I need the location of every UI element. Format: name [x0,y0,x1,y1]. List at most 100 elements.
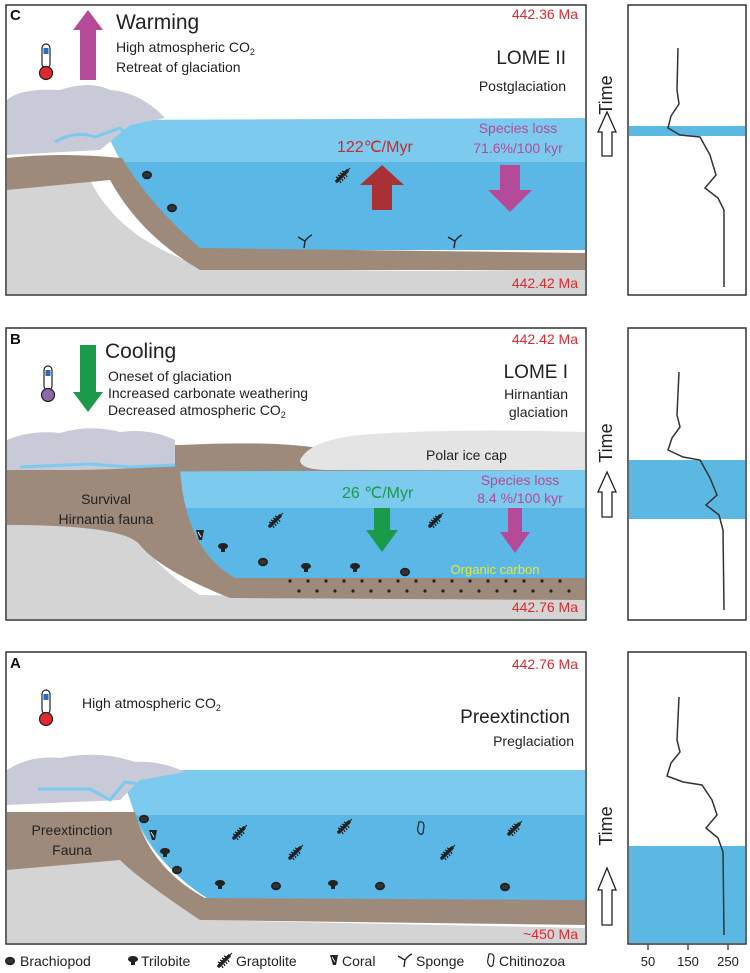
species-curve-b [667,371,725,611]
brachiopod-icon [4,956,16,966]
panel-b-line3: Decreased atmospheric CO2 [108,402,286,420]
panel-b-loss-label: Species loss [481,472,560,488]
panel-a-sediment [7,812,585,925]
panel-c-sediment [7,155,585,270]
panel-b-loss-value: 8.4 %/100 kyr [477,490,563,506]
species-curve-c [667,47,725,287]
panel-c-brachiopod [141,170,153,180]
species-band-c [629,126,745,136]
panel-b-event: LOME I [504,362,568,383]
species-curve-a [666,696,725,936]
panel-c-loss-value: 71.6%/100 kyr [473,140,563,156]
panel-a-bedrock [7,850,585,943]
panel-b-thermometer-icon [40,365,56,403]
organic-carbon-dot [414,579,418,583]
species-panels: Nspecies Time Time Time [596,4,747,969]
panel-c-rate-arrow-icon [360,165,404,210]
organic-carbon-dot [513,589,517,593]
organic-carbon-dot [432,579,436,583]
panel-b-survival-line2: Hirnantia fauna [59,511,154,527]
panel-b-organic-dots [288,579,571,593]
panel-b-line1: Oneset of glaciation [108,368,232,384]
organic-carbon-dot [387,589,391,593]
organic-carbon-dot [396,579,400,583]
panel-a-brachiopod [499,882,511,892]
panel-c-warming-arrow-icon [73,10,103,80]
panel-a-event: Preextinction [460,707,570,728]
organic-carbon-dot [459,589,463,593]
chitinozoa-icon [487,953,495,968]
legend-chitinozoa: Chitinozoa [499,953,565,969]
organic-carbon-dot [477,589,481,593]
organic-carbon-dot [306,579,310,583]
panel-b-polar-ice-cap [300,430,585,470]
svg-text:Time: Time [596,75,616,114]
panel-b: B 442.42 Ma 442.76 Ma Cooling Oneset of … [5,327,587,621]
panel-c-letter: C [10,7,21,24]
panel-c-rate: 122℃/Myr [337,139,413,156]
species-band-b [629,460,745,519]
panel-c-event: LOME II [496,48,566,69]
panel-c-brachiopod [166,203,178,213]
organic-carbon-dot [378,579,382,583]
organic-carbon-dot [324,579,328,583]
panel-c-sea-deep [125,162,585,250]
panel-c-headline: Warming [116,11,199,34]
organic-carbon-dot [333,589,337,593]
panel-b-ice-cap-label: Polar ice cap [426,447,507,463]
organic-carbon-dot [351,589,355,593]
organic-carbon-dot [450,579,454,583]
panel-b-event-sub2: glaciation [509,404,568,420]
panel-c-age-bottom: 442.42 Ma [512,275,578,291]
panel-b-ice [7,428,175,470]
panel-c-event-sub: Postglaciation [479,78,566,94]
panel-b-loss-arrow-icon [500,508,530,553]
panel-c-bedrock [7,180,585,294]
panel-b-brachiopod [399,567,411,577]
panel-b-bedrock [7,500,585,619]
panel-b-survival-line1: Survival [81,491,131,507]
coral-icon [329,954,339,966]
panel-a-event-sub: Preglaciation [493,733,574,749]
time-arrow-a: Time [596,806,617,926]
legend-graptolite: Graptolite [236,953,297,969]
panel-a-age-bottom: ~450 Ma [523,926,578,942]
panel-c-line2: Retreat of glaciation [116,59,241,75]
panel-c-ice [7,85,165,155]
organic-carbon-dot [549,589,553,593]
panel-b-rate: 26 ℃/Myr [342,485,414,502]
panel-c-loss-label: Species loss [479,120,558,136]
svg-text:Time: Time [596,423,616,462]
x-tick-250: 250 [717,954,739,969]
graptolite-icon [216,951,234,970]
organic-carbon-dot [567,589,571,593]
x-axis: 50 150 250 [641,944,739,969]
legend-coral: Coral [342,953,375,969]
sponge-icon [397,953,413,968]
organic-carbon-dot [504,579,508,583]
species-frame-c [627,4,747,296]
organic-carbon-dot [315,589,319,593]
panel-b-sediment [7,468,585,600]
organic-carbon-dot [540,579,544,583]
x-tick-150: 150 [677,954,699,969]
panel-a-fauna-line1: Preextinction [32,822,113,838]
panel-a-brachiopod [171,865,183,875]
svg-text:Time: Time [596,806,616,845]
panel-b-line2: Increased carbonate weathering [108,385,308,401]
panel-c-meltwater [54,126,142,150]
panel-a-age-top: 442.76 Ma [512,656,578,672]
legend-brachiopod: Brachiopod [20,953,91,969]
organic-carbon-dot [522,579,526,583]
panel-a-letter: A [10,655,21,672]
legend-sponge: Sponge [416,953,464,969]
panel-a-line1: High atmospheric CO2 [82,695,221,713]
panel-a-sea-deep [135,815,585,900]
organic-carbon-dot [495,589,499,593]
organic-carbon-dot [297,589,301,593]
panel-a-thermometer-icon [38,689,54,727]
species-band-a [629,846,745,943]
organic-carbon-dot [531,589,535,593]
organic-carbon-dot [468,579,472,583]
panel-c-loss-arrow-icon [488,165,532,212]
